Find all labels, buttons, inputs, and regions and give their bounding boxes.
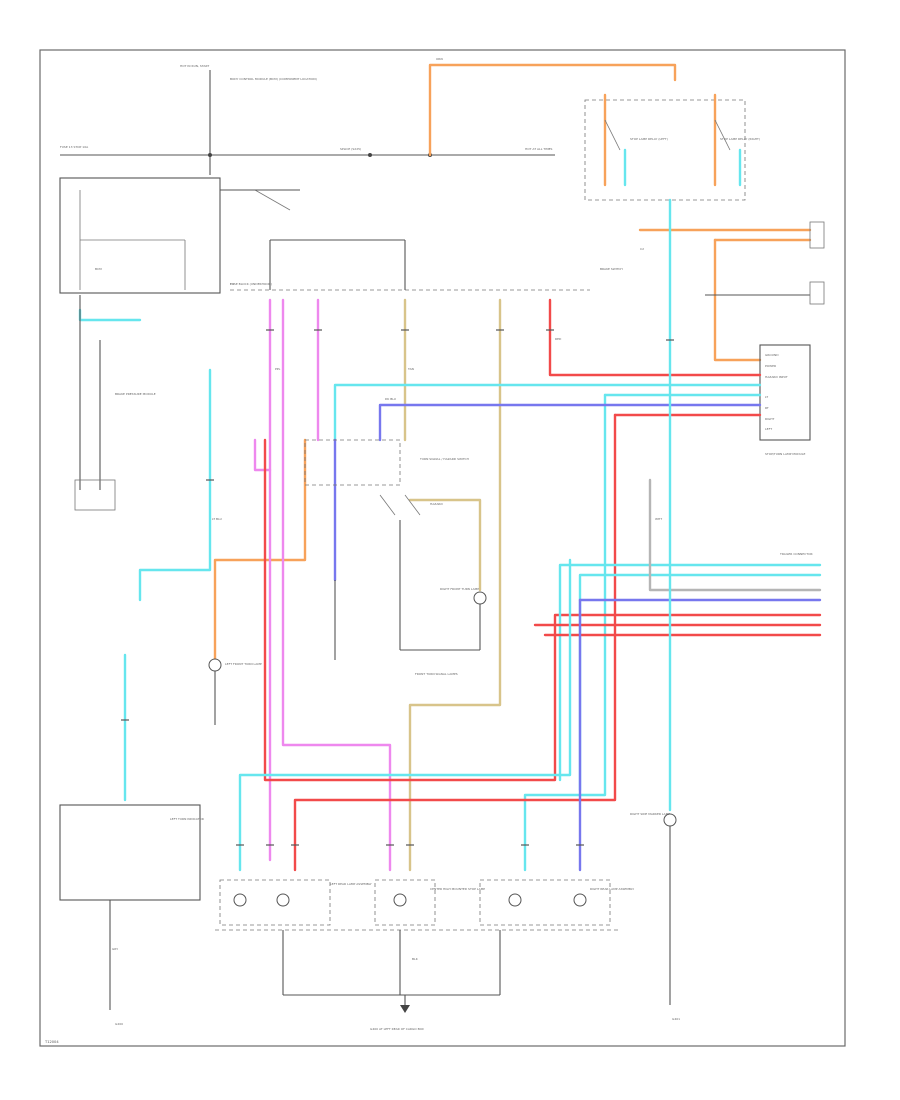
label-hazard: HAZARD	[430, 502, 444, 506]
label-connector-b: C2	[640, 247, 644, 251]
node-top-1	[208, 153, 212, 157]
right-rear-bulb-1	[508, 893, 522, 907]
label-bcm: BCM	[95, 267, 102, 271]
wire-pink-loop	[253, 438, 272, 472]
label-turn-switch: TURN SIGNAL / HAZARD SWITCH	[419, 457, 469, 461]
wire-red-down	[293, 413, 617, 872]
lamp-module-connector	[759, 344, 811, 441]
label-left-rear: LEFT REAR LAMP ASSEMBLY	[330, 882, 372, 886]
wire-tag-tan: TAN	[407, 367, 414, 371]
wire-tag-black: BLK	[412, 957, 419, 961]
pin-lt: LT	[765, 395, 768, 399]
wire-tag-orange: ORN	[436, 57, 443, 61]
label-bcm-location: BODY CONTROL MODULE (BCM) (COMPONENT LOC…	[230, 77, 317, 81]
wire-tag-gray: GRY	[112, 947, 118, 951]
label-right-rear: RIGHT REAR LAMP ASSEMBLY	[590, 887, 634, 891]
wire-tag-cyan: LT BLU	[212, 517, 222, 521]
wire-tag-blue: DK BLU	[385, 397, 396, 401]
label-lamp-module: STOP/TURN LAMP MODULE	[765, 452, 805, 456]
wire-orange-top	[428, 63, 677, 157]
diagram-code: T12004	[44, 1040, 59, 1044]
wire-tag-white: WHT	[655, 517, 662, 521]
wire-red-top	[548, 298, 762, 377]
right-connector-2	[809, 281, 825, 305]
left-rear-bulb-1	[233, 893, 247, 907]
center-lamp-box	[374, 879, 436, 926]
wire-orange-down-right	[713, 238, 762, 362]
left-rear-bulb-2	[276, 893, 290, 907]
wire-tan-3	[408, 498, 482, 592]
label-right-front-lamp: RIGHT FRONT TURN LAMP	[440, 587, 479, 591]
pin-right: RIGHT	[765, 417, 775, 421]
label-left-indicator: LEFT TURN INDICATOR	[170, 817, 204, 821]
wire-tag-pink: PPL	[275, 367, 281, 371]
label-left-module: BRAKE PRESSURE MODULE	[115, 392, 156, 396]
label-trailer-connector: TRAILER CONNECTOR	[779, 552, 813, 556]
right-rear-bulb-2	[573, 893, 587, 907]
turn-switch-arm-1	[379, 494, 396, 516]
left-front-turn-lamp	[208, 658, 222, 672]
pin-power: POWER	[765, 364, 776, 368]
left-lower-box	[59, 804, 201, 901]
label-brake-switch: BRAKE SWITCH	[600, 267, 623, 271]
wire-cyan-stack-1	[558, 563, 822, 782]
wire-orange-left-lamp	[213, 438, 307, 662]
wire-cyan-left-down	[138, 368, 212, 602]
right-front-turn-lamp	[473, 591, 487, 605]
wire-tag-red: RED	[555, 337, 562, 341]
wire-pink-2	[281, 298, 392, 872]
center-bulb	[393, 893, 407, 907]
left-module-box	[74, 479, 116, 511]
wire-cyan-h1	[333, 383, 762, 442]
label-relay-right: STOP LAMP RELAY (RIGHT)	[720, 137, 760, 141]
pin-rt: RT	[765, 406, 769, 410]
relay-switch-a	[604, 119, 621, 151]
label-ground-right: G401	[672, 1017, 680, 1021]
label-center-lamp: CENTER HIGH MOUNTED STOP LAMP	[430, 887, 485, 891]
pin-hazard: HAZARD INPUT	[765, 375, 788, 379]
pin-left: LEFT	[765, 427, 772, 431]
label-fuse-stop: FUSE 13 STOP 10A	[60, 145, 89, 149]
diagram-frame	[39, 49, 846, 1047]
label-right-side-lamp: RIGHT SIDE MARKER LAMP	[630, 812, 670, 816]
right-connector-top	[809, 221, 825, 249]
pin-ground: GROUND	[765, 353, 779, 357]
bcm-switch	[254, 189, 291, 211]
label-fuse-block: FUSE BLOCK (UNDERHOOD)	[230, 282, 272, 286]
label-left-front-lamp: LEFT FRONT TURN LAMP	[225, 662, 262, 666]
wire-blue-top	[378, 403, 762, 442]
rear-ground-arrow	[400, 1005, 410, 1013]
wire-tan-2	[408, 298, 502, 872]
label-ground-center: G400 AT LEFT REAR OF CARGO BOX	[370, 1027, 424, 1031]
wire-cyan-h3	[523, 393, 607, 872]
label-connector-a: C1	[230, 282, 234, 286]
right-rear-lamp-box	[479, 879, 611, 926]
left-rear-lamp-box	[219, 879, 331, 926]
turn-switch-arm-2	[404, 494, 421, 516]
wire-gray-stack	[648, 478, 822, 592]
wire-cyan-left-main	[78, 308, 142, 322]
node-top-2	[368, 153, 372, 157]
relay-switch-b	[714, 119, 731, 151]
wire-red-loop	[263, 438, 822, 782]
label-splice-left: SPLICE (S225)	[340, 147, 361, 151]
bcm-box	[59, 177, 221, 294]
label-ground-left: G200	[115, 1022, 123, 1026]
wire-cyan-bottom-left	[238, 558, 572, 872]
label-hot-in-run: HOT IN RUN, START	[180, 64, 209, 68]
relay-box	[584, 99, 746, 201]
turn-switch-box	[304, 439, 401, 486]
label-relay-left: STOP LAMP RELAY (LEFT)	[630, 137, 668, 141]
label-hot-at-all-times: HOT AT ALL TIMES	[525, 147, 553, 151]
label-front-group: FRONT TURN SIGNAL LAMPS	[415, 672, 458, 676]
